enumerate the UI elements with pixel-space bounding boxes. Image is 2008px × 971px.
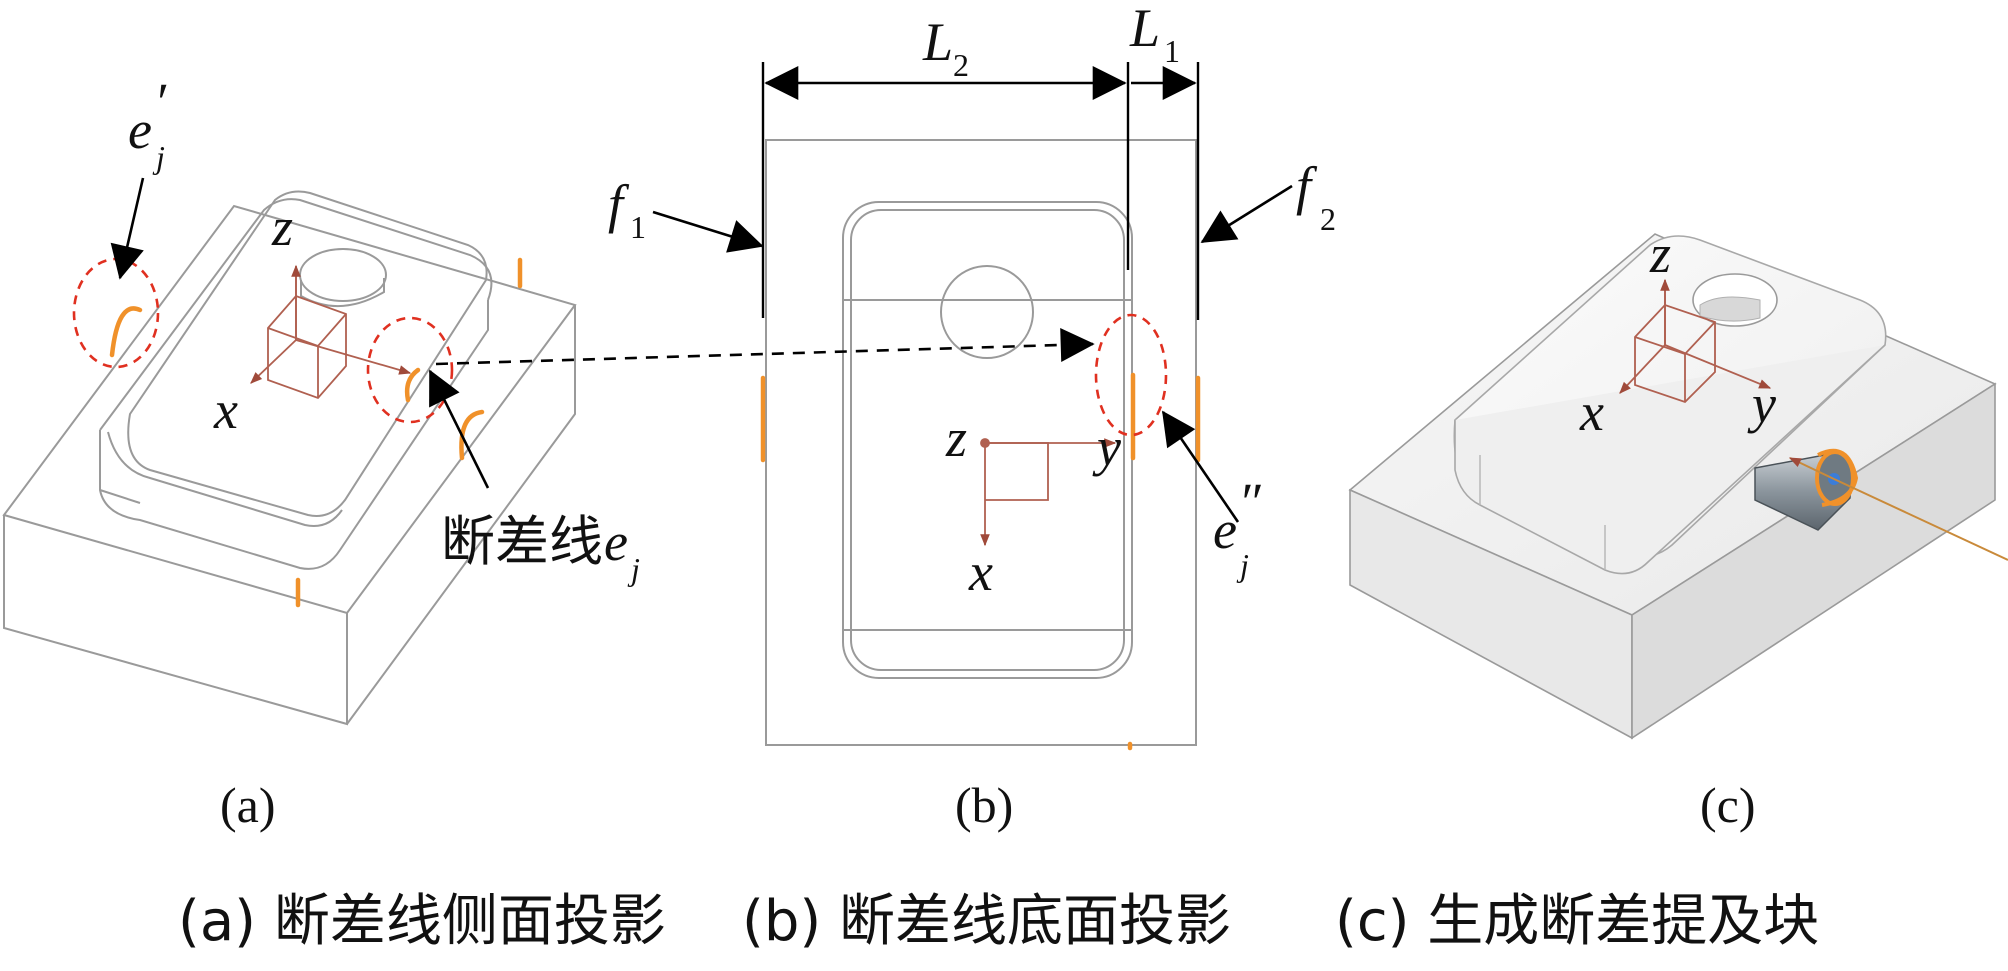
panel-c-step-block (1754, 448, 2008, 561)
panel-b-axis-y: y (1092, 417, 1121, 477)
panel-b-dim-L1-label: L 1 (1129, 0, 1180, 69)
panel-b-dashed-circle (1094, 313, 1168, 437)
panel-b-dim-L2-label: L 2 (922, 12, 969, 83)
panel-c-axis-y: y (1747, 374, 1776, 434)
svg-text:f: f (608, 174, 630, 234)
svg-text:′: ′ (154, 72, 167, 132)
panel-a: z x e ′ j 断差线 e j (a) (2, 72, 640, 833)
svg-text:2: 2 (953, 47, 969, 83)
svg-text:1: 1 (1164, 33, 1180, 69)
svg-text:j: j (1236, 547, 1249, 583)
panel-a-axis-z: z (271, 197, 293, 257)
panel-c-label: (c) (1700, 777, 1756, 833)
svg-text:断差线: 断差线 (441, 510, 603, 573)
panel-a-label: (a) (220, 777, 276, 833)
panel-b-label-e-dprime: e ″ j (1213, 472, 1261, 583)
panel-c-axis-x: x (1579, 382, 1604, 442)
caption-c: (c) 生成断差提及块 (1335, 889, 1819, 954)
panel-a-raised-boss (99, 190, 493, 570)
panel-b-break-marks (760, 372, 1201, 751)
panel-a-base-block (2, 204, 577, 726)
panel-a-coord-frame (250, 264, 412, 400)
svg-text:j: j (627, 551, 640, 587)
panel-b-axis-z: z (945, 408, 967, 468)
panel-c-axis-z: z (1649, 224, 1671, 284)
panel-b-label: (b) (955, 777, 1013, 833)
svg-text:e: e (128, 100, 152, 160)
svg-text:L: L (922, 12, 953, 72)
panel-c-coord-frame (1619, 278, 1772, 404)
svg-text:2: 2 (1320, 201, 1336, 237)
panel-b-label-f2: f 2 (1296, 156, 1336, 237)
svg-text:e: e (1213, 500, 1237, 560)
panel-a-arrow-break-line (428, 369, 490, 489)
caption-a: (a) 断差线侧面投影 (178, 889, 666, 954)
panel-b-coord-frame (980, 438, 1117, 547)
panel-a-break-marks (109, 257, 523, 608)
caption-b: (b) 断差线底面投影 (742, 889, 1231, 954)
svg-text:L: L (1129, 0, 1160, 58)
panel-b-arrow-f1 (652, 210, 764, 253)
panel-b-arrow-f2 (1200, 184, 1293, 244)
panel-c: z x y (c) (1348, 224, 2008, 833)
panel-a-arrow-e-prime (110, 177, 145, 280)
panel-a-axis-x: x (213, 380, 238, 440)
panel-b-label-f1: f 1 (608, 174, 646, 245)
panel-b-axis-x: x (968, 542, 993, 602)
panel-a-dashed-circle-right (366, 316, 454, 424)
panel-b-hole (940, 265, 1034, 359)
panel-a-label-break-line: 断差线 e j (441, 510, 640, 587)
svg-text:j: j (152, 139, 165, 175)
panel-b-dimension-lines (761, 62, 1200, 320)
svg-text:e: e (604, 512, 628, 572)
projection-arrow (435, 327, 1095, 366)
captions: (a) 断差线侧面投影 (b) 断差线底面投影 (c) 生成断差提及块 (178, 889, 1819, 954)
panel-b-arrow-e-dprime (1161, 410, 1240, 523)
panel-a-label-e-prime: e ′ j (128, 72, 167, 175)
svg-text:″: ″ (1238, 472, 1261, 532)
panel-b: L 2 L 1 f 1 f 2 e ″ (435, 0, 1336, 833)
panel-a-dashed-circle-left (72, 257, 160, 369)
svg-text:f: f (1296, 156, 1318, 216)
svg-text:1: 1 (630, 209, 646, 245)
